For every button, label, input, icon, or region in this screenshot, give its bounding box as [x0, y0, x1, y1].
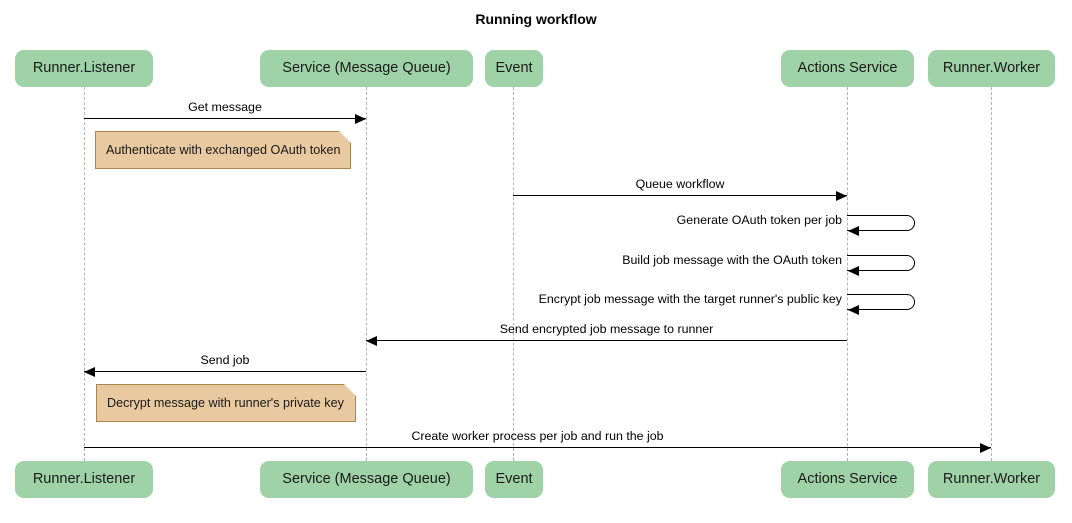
- lifeline-service-queue: [366, 87, 367, 461]
- note-text: Authenticate with exchanged OAuth token: [106, 143, 341, 157]
- message-build-job-message[interactable]: Build job message with the OAuth token: [0, 0, 1072, 276]
- note-text: Decrypt message with runner's private ke…: [107, 396, 344, 410]
- note-decrypt-note: Decrypt message with runner's private ke…: [96, 384, 356, 422]
- note-fold-edge: [339, 384, 356, 401]
- message-encrypt-job-message[interactable]: Encrypt job message with the target runn…: [0, 0, 1072, 315]
- message-send-job[interactable]: Send job: [0, 0, 1072, 377]
- participant-top-actions-service[interactable]: Actions Service: [781, 50, 914, 87]
- diagram-title: Running workflow: [475, 11, 597, 27]
- message-line: [84, 371, 366, 372]
- message-line: [366, 340, 847, 341]
- arrow-head: [836, 190, 847, 201]
- arrow-head: [355, 113, 366, 124]
- message-line: [84, 447, 991, 448]
- participant-top-service-queue[interactable]: Service (Message Queue): [260, 50, 473, 87]
- message-send-encrypted-job-message[interactable]: Send encrypted job message to runner: [0, 0, 1072, 346]
- message-label: Build job message with the OAuth token: [622, 253, 842, 267]
- self-loop-path: [847, 294, 915, 310]
- message-label: Encrypt job message with the target runn…: [538, 292, 842, 306]
- message-label: Generate OAuth token per job: [676, 213, 842, 227]
- message-label: Create worker process per job and run th…: [411, 429, 664, 443]
- message-line: [513, 195, 847, 196]
- lifeline-runner-worker: [991, 87, 992, 461]
- participant-top-runner-listener[interactable]: Runner.Listener: [15, 50, 153, 87]
- message-generate-oauth-token[interactable]: Generate OAuth token per job: [0, 0, 1072, 236]
- message-label: Send job: [200, 353, 250, 367]
- self-loop-path: [847, 215, 915, 231]
- participant-bottom-runner-listener[interactable]: Runner.Listener: [15, 461, 153, 498]
- participant-bottom-service-queue[interactable]: Service (Message Queue): [260, 461, 473, 498]
- note-fold-edge: [334, 131, 351, 148]
- arrow-head: [848, 305, 859, 315]
- arrow-head: [848, 226, 859, 236]
- participant-top-runner-worker[interactable]: Runner.Worker: [928, 50, 1055, 87]
- participant-bottom-event[interactable]: Event: [485, 461, 543, 498]
- participant-bottom-actions-service[interactable]: Actions Service: [781, 461, 914, 498]
- lifeline-actions-service: [847, 87, 848, 461]
- message-label: Send encrypted job message to runner: [499, 322, 714, 336]
- lifeline-event: [513, 87, 514, 461]
- self-loop-path: [847, 255, 915, 271]
- message-create-worker-process[interactable]: Create worker process per job and run th…: [0, 0, 1072, 453]
- message-label: Get message: [188, 100, 262, 114]
- message-label: Queue workflow: [635, 177, 725, 191]
- arrow-head: [84, 366, 95, 377]
- message-queue-workflow[interactable]: Queue workflow: [0, 0, 1072, 201]
- note-authenticate-note: Authenticate with exchanged OAuth token: [95, 131, 351, 169]
- message-line: [84, 118, 366, 119]
- message-get-message[interactable]: Get message: [0, 0, 1072, 124]
- arrow-head: [980, 442, 991, 453]
- arrow-head: [848, 266, 859, 276]
- lifeline-runner-listener: [84, 87, 85, 461]
- arrow-head: [366, 335, 377, 346]
- participant-bottom-runner-worker[interactable]: Runner.Worker: [928, 461, 1055, 498]
- participant-top-event[interactable]: Event: [485, 50, 543, 87]
